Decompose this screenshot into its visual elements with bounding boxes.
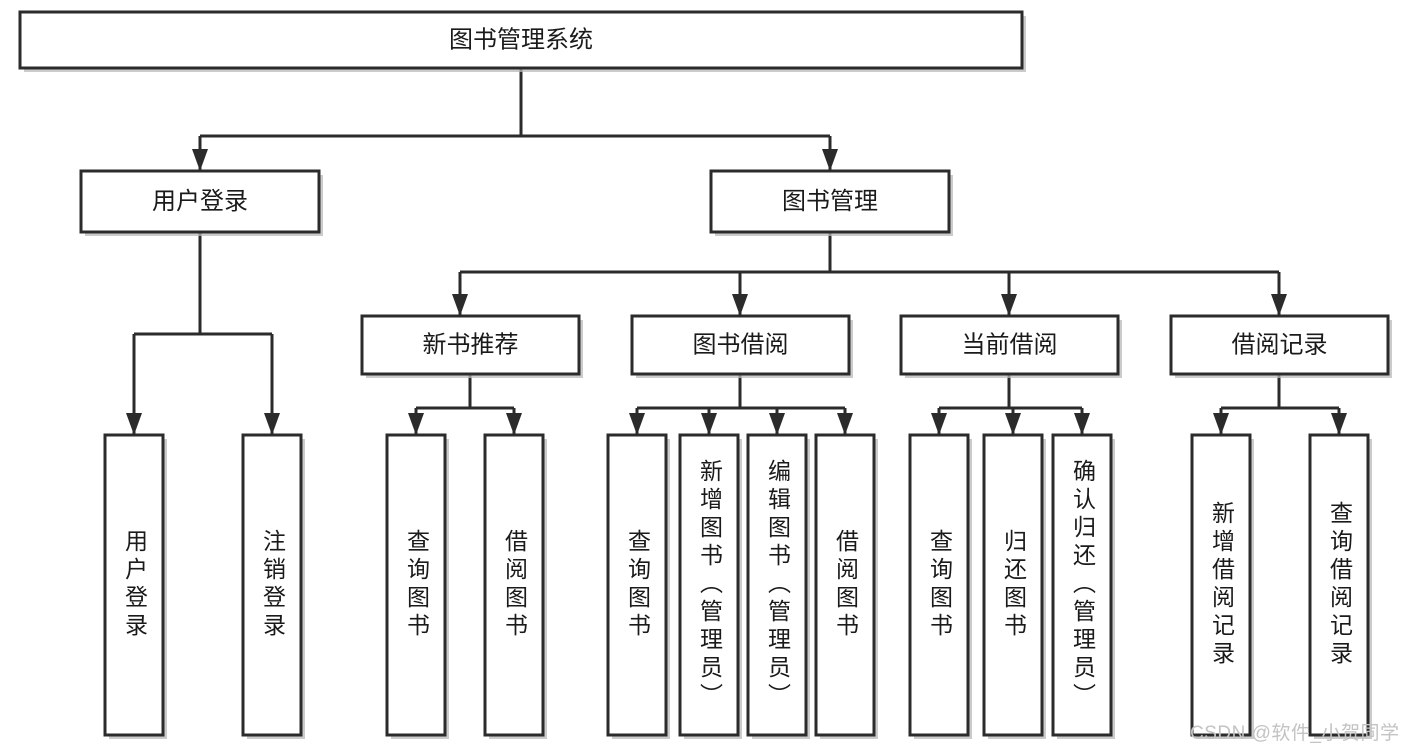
node-label-wrap-leaf-cur-return: 归还图书 [986, 437, 1040, 733]
node-label-wrap-leaf-borrow-do: 借阅图书 [818, 437, 872, 733]
node-box-leaf-borrow-add[interactable] [678, 433, 740, 737]
edge-arrowhead [629, 413, 645, 435]
edge-arrowhead [732, 294, 748, 316]
node-label-leaf-cur-return: 归还图书 [1000, 529, 1027, 641]
node-label-leaf-rec-borrow: 借阅图书 [501, 529, 528, 641]
node-box-book-borrow[interactable] [630, 314, 851, 376]
node-label-leaf-rec-query: 查询图书 [403, 529, 430, 641]
edge-arrowhead [769, 413, 785, 435]
edge-arrowhead [837, 413, 853, 435]
edge-arrowhead [264, 413, 280, 435]
node-label-wrap-leaf-borrow-edit: 编辑图书（管理员） [750, 437, 804, 733]
node-label-leaf-cur-confirm: 确认归还（管理员） [1069, 459, 1096, 711]
node-label-leaf-cur-query: 查询图书 [926, 529, 953, 641]
node-box-leaf-borrow-query[interactable] [606, 433, 668, 737]
node-box-leaf-borrow-edit[interactable] [746, 433, 808, 737]
node-label-leaf-borrow-add: 新增图书（管理员） [696, 459, 723, 711]
edge-arrowhead [1213, 413, 1229, 435]
node-label-book-borrow: 图书借阅 [693, 331, 789, 358]
node-box-leaf-rec-search[interactable] [1308, 433, 1370, 737]
node-label-wrap-leaf-user-login: 用户登录 [107, 437, 161, 733]
edge-arrowhead [822, 149, 838, 171]
node-box-borrow-record[interactable] [1169, 314, 1390, 376]
node-label-wrap-leaf-cur-query: 查询图书 [912, 437, 966, 733]
node-label-leaf-rec-search: 查询借阅记录 [1326, 501, 1353, 669]
edge-arrowhead [452, 294, 468, 316]
node-label-borrow-record: 借阅记录 [1232, 331, 1328, 358]
node-label-current-borrow: 当前借阅 [962, 331, 1058, 358]
boxes-layer [18, 10, 1392, 739]
edge-arrowhead [408, 413, 424, 435]
node-label-leaf-borrow-query: 查询图书 [624, 529, 651, 641]
node-label-wrap-leaf-user-logout: 注销登录 [245, 437, 299, 733]
node-box-leaf-cur-query[interactable] [908, 433, 970, 737]
node-label-wrap-leaf-rec-borrow: 借阅图书 [487, 437, 541, 733]
node-label-leaf-user-logout: 注销登录 [259, 529, 286, 641]
node-box-book-manage[interactable] [709, 169, 951, 234]
node-box-leaf-rec-add[interactable] [1190, 433, 1252, 737]
node-label-wrap-leaf-cur-confirm: 确认归还（管理员） [1055, 437, 1109, 733]
node-box-new-book-rec[interactable] [360, 314, 581, 376]
node-label-wrap-leaf-borrow-add: 新增图书（管理员） [682, 437, 736, 733]
node-label-leaf-rec-add: 新增借阅记录 [1208, 501, 1235, 669]
node-label-leaf-borrow-edit: 编辑图书（管理员） [764, 459, 791, 711]
edge-arrowhead [192, 149, 208, 171]
node-label-user-login: 用户登录 [152, 188, 248, 215]
node-label-wrap-leaf-rec-query: 查询图书 [389, 437, 443, 733]
node-label-leaf-borrow-do: 借阅图书 [832, 529, 859, 641]
edge-arrowhead [701, 413, 717, 435]
node-label-wrap-leaf-rec-search: 查询借阅记录 [1312, 437, 1366, 733]
edge-arrowhead [506, 413, 522, 435]
edge-arrowhead [1074, 413, 1090, 435]
node-box-leaf-user-logout[interactable] [241, 433, 303, 737]
node-box-leaf-borrow-do[interactable] [814, 433, 876, 737]
edge-arrowhead [931, 413, 947, 435]
node-label-wrap-leaf-borrow-query: 查询图书 [610, 437, 664, 733]
node-box-leaf-rec-borrow[interactable] [483, 433, 545, 737]
node-box-leaf-rec-query[interactable] [385, 433, 447, 737]
node-label-root: 图书管理系统 [449, 26, 593, 53]
edge-arrowhead [1005, 413, 1021, 435]
edge-arrowhead [126, 413, 142, 435]
node-label-book-manage: 图书管理 [782, 188, 878, 215]
node-box-leaf-user-login[interactable] [103, 433, 165, 737]
edges-layer [126, 68, 1347, 435]
node-box-current-borrow[interactable] [899, 314, 1120, 376]
node-label-new-book-rec: 新书推荐 [423, 331, 519, 358]
node-box-leaf-cur-confirm[interactable] [1051, 433, 1113, 737]
edge-arrowhead [1331, 413, 1347, 435]
node-box-root[interactable] [18, 10, 1024, 70]
node-label-leaf-user-login: 用户登录 [121, 529, 148, 641]
edge-arrowhead [1271, 294, 1287, 316]
edge-arrowhead [1001, 294, 1017, 316]
node-box-leaf-cur-return[interactable] [982, 433, 1044, 737]
node-label-wrap-leaf-rec-add: 新增借阅记录 [1194, 437, 1248, 733]
node-box-user-login[interactable] [79, 169, 321, 234]
